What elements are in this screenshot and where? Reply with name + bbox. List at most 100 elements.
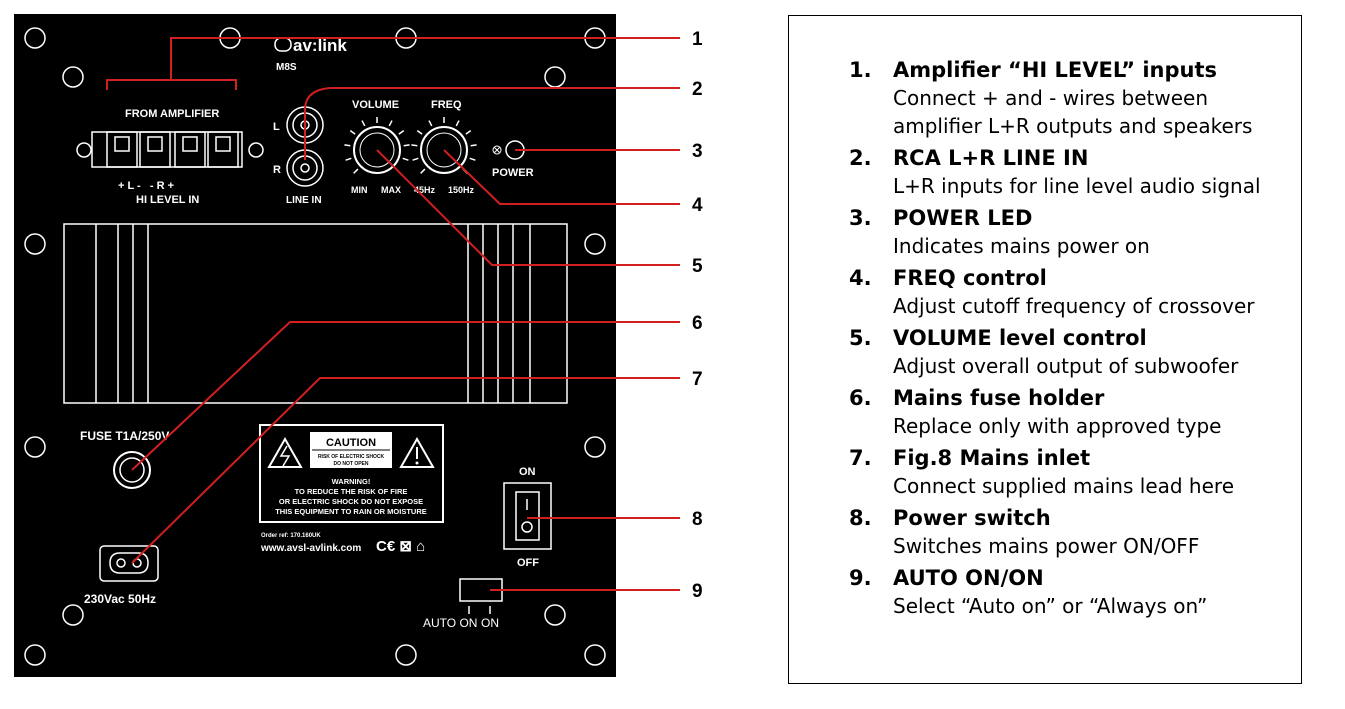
legend-number: 5. — [849, 326, 872, 350]
order-ref: Order ref: 170.160UK — [261, 533, 321, 539]
callout-9: 9 — [692, 581, 703, 602]
caution-sub2: DO NOT OPEN — [333, 461, 368, 467]
legend-description: Select “Auto on” or “Always on” — [893, 594, 1208, 618]
power-label: POWER — [492, 167, 534, 179]
knob-tick — [428, 120, 433, 127]
compliance-marks: C€ ⊠ ⌂ — [376, 538, 425, 555]
knob-tick — [465, 129, 472, 135]
warning-line-2: TO REDUCE THE RISK OF FIRE — [295, 487, 408, 496]
callout-2: 2 — [692, 79, 703, 100]
legend-description: Adjust overall output of subwoofer — [893, 354, 1239, 378]
line-in-label: LINE IN — [286, 195, 322, 206]
legend-title: FREQ control — [893, 266, 1047, 290]
brand-logo: av:link M8S — [274, 36, 347, 73]
auto-on-label: AUTO ON — [423, 616, 477, 630]
legend-description: Adjust cutoff frequency of crossover — [893, 294, 1255, 318]
legend-number: 4. — [849, 266, 872, 290]
legend-title: Power switch — [893, 506, 1051, 530]
warning-line-4: THIS EQUIPMENT TO RAIN OR MOISTURE — [275, 507, 427, 516]
knob-tick — [470, 144, 477, 147]
legend-title: Mains fuse holder — [893, 386, 1105, 410]
rca-l-label: L — [273, 121, 280, 133]
legend-title: POWER LED — [893, 206, 1033, 230]
power-switch[interactable] — [503, 482, 552, 550]
callout-3: 3 — [692, 141, 703, 162]
on-label: ON — [481, 616, 499, 630]
legend-number: 6. — [849, 386, 872, 410]
legend-title: AUTO ON/ON — [893, 566, 1044, 590]
legend-title: RCA L+R LINE IN — [893, 146, 1089, 170]
callout-8: 8 — [692, 509, 703, 530]
legend-item: 9. AUTO ON/ON Select “Auto on” or “Always … — [849, 564, 1261, 620]
legend-description: Connect supplied mains lead here — [893, 474, 1234, 498]
hi-level-in-label: HI LEVEL IN — [136, 194, 199, 206]
fuse-label: FUSE T1A/250V — [80, 429, 169, 443]
warning-line-3: OR ELECTRIC SHOCK DO NOT EXPOSE — [279, 497, 423, 506]
lightning-warning-icon — [267, 436, 303, 468]
knob-tick — [344, 144, 351, 147]
caution-sub1: RISK OF ELECTRIC SHOCK — [318, 454, 385, 460]
legend-number: 8. — [849, 506, 872, 530]
callout-7: 7 — [692, 369, 703, 390]
knob-tick — [411, 144, 418, 147]
freq-label: FREQ — [431, 99, 462, 111]
legend-description: Replace only with approved type — [893, 414, 1222, 438]
from-amplifier-label: FROM AMPLIFIER — [125, 108, 219, 120]
knob-tick — [420, 168, 426, 174]
legend-description: L+R inputs for line level audio signal — [893, 174, 1261, 198]
website: www.avsl-avlink.com — [260, 543, 361, 554]
legend-number: 9. — [849, 566, 872, 590]
caution-label: CAUTION RISK OF ELECTRIC SHOCK DO NOT OP… — [259, 424, 444, 523]
legend-number: 1. — [849, 58, 872, 82]
mains-label: 230Vac 50Hz — [84, 592, 156, 606]
model-name: M8S — [276, 62, 297, 73]
knob-tick — [349, 129, 356, 135]
knob-tick — [361, 120, 366, 127]
caution-title: CAUTION — [326, 437, 376, 449]
knob-tick — [398, 129, 405, 135]
callout-1: 1 — [692, 29, 703, 50]
callout-6: 6 — [692, 313, 703, 334]
volume-min-label: MIN — [351, 185, 368, 195]
freq-knob[interactable] — [411, 117, 477, 174]
knob-tick — [412, 157, 419, 161]
freq-high-label: 150Hz — [448, 185, 475, 195]
speaker-terminal-block[interactable] — [76, 131, 264, 168]
legend-item: 2. RCA L+R LINE IN L+R inputs for line lev… — [849, 144, 1261, 200]
fuse-holder[interactable] — [113, 451, 151, 489]
callout-5: 5 — [692, 256, 703, 277]
legend-number: 2. — [849, 146, 872, 170]
screw-holes — [24, 27, 606, 666]
legend-description: Connect + and - wires between — [893, 86, 1208, 110]
legend-title: VOLUME level control — [893, 326, 1147, 350]
volume-label: VOLUME — [352, 99, 399, 111]
knob-tick — [345, 157, 352, 161]
knob-tick — [455, 120, 460, 127]
legend-description: amplifier L+R outputs and speakers — [893, 114, 1253, 138]
switch-off-label: OFF — [517, 557, 539, 569]
knob-tick — [416, 129, 423, 135]
legend-number: 3. — [849, 206, 872, 230]
legend-number: 7. — [849, 446, 872, 470]
heatsink — [63, 223, 568, 404]
terminal-signs: + L - - R + — [118, 180, 174, 192]
exclamation-warning-icon — [399, 436, 435, 468]
volume-max-label: MAX — [381, 185, 401, 195]
knob-tick — [469, 157, 476, 161]
knob-tick — [388, 120, 393, 127]
warning-line-1: WARNING! — [332, 477, 371, 486]
legend-description: Switches mains power ON/OFF — [893, 534, 1200, 558]
freq-low-label: 45Hz — [414, 185, 436, 195]
knob-tick — [403, 144, 410, 147]
legend-title: Amplifier “HI LEVEL” inputs — [893, 58, 1217, 82]
